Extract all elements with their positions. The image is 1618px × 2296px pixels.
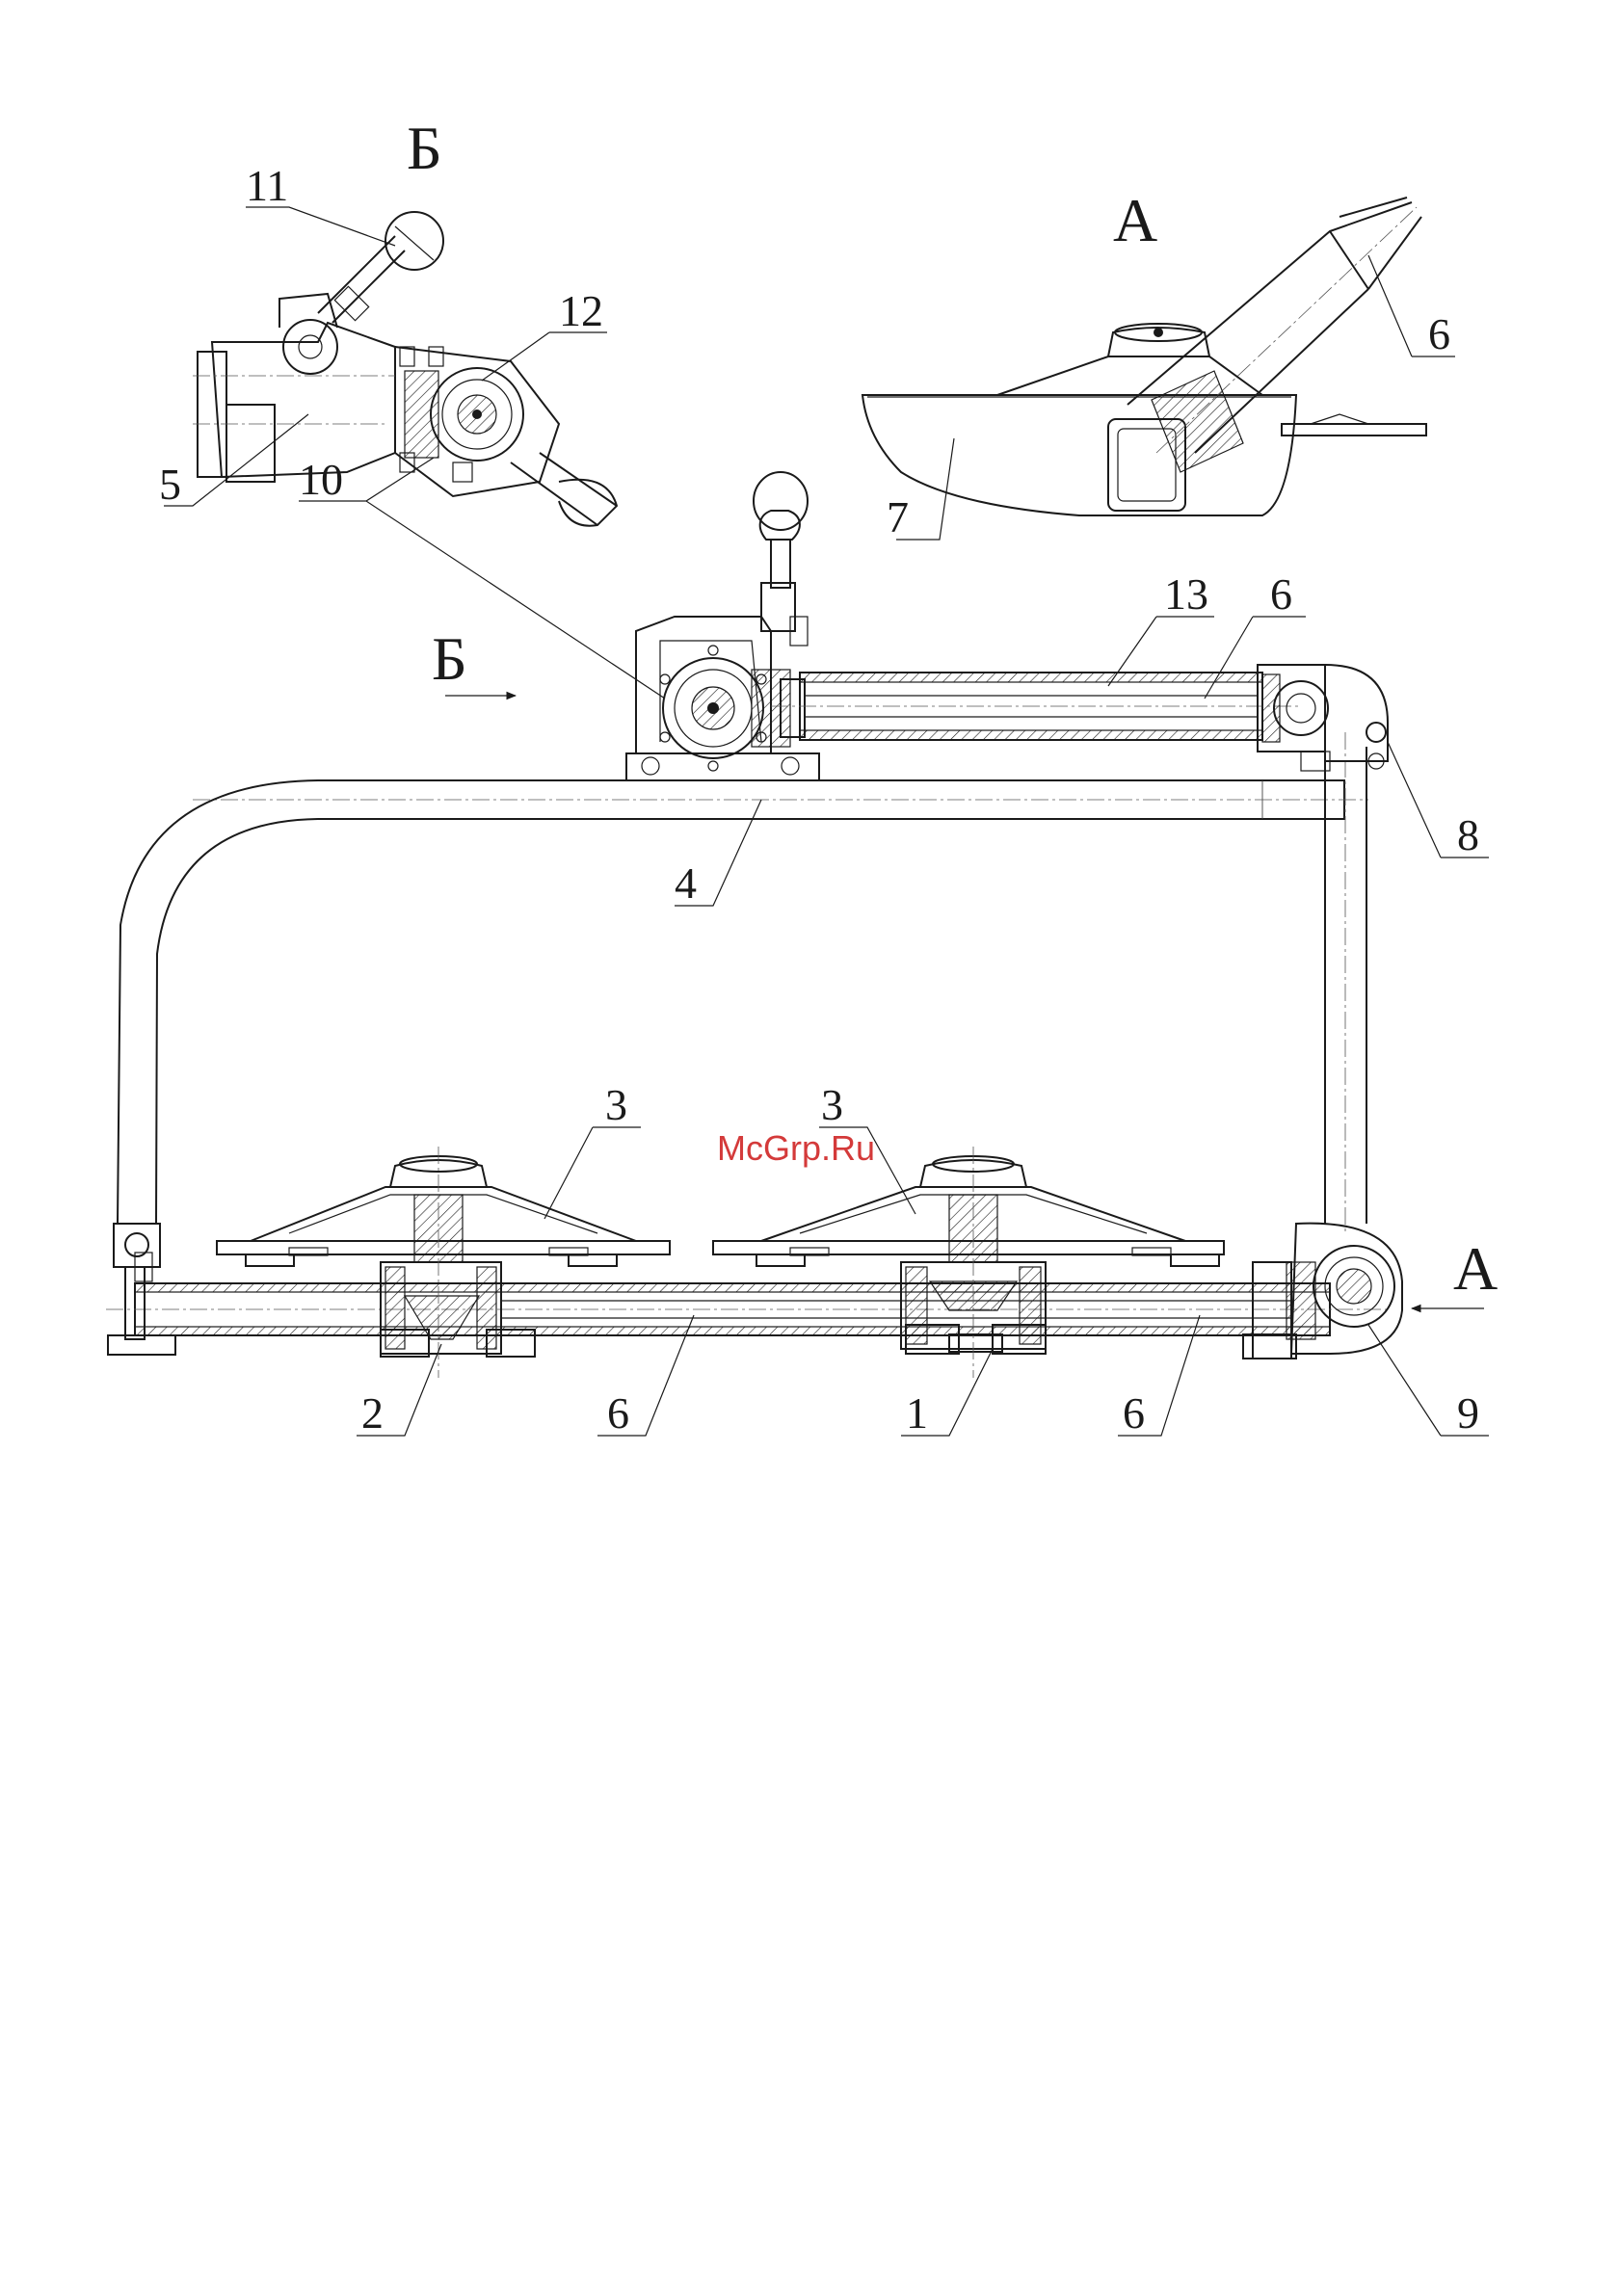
view-label-b-top: Б [407, 114, 442, 182]
detail-view-b [193, 212, 617, 526]
view-label-a-arrow: А [1453, 1234, 1498, 1303]
callout-3-right: 3 [821, 1080, 843, 1129]
callout-2: 2 [361, 1388, 384, 1438]
callout-6-mid: 6 [1270, 569, 1292, 619]
callout-5: 5 [159, 460, 181, 509]
callout-6-bottom-left: 6 [607, 1388, 629, 1438]
callout-11: 11 [246, 161, 288, 210]
callout-9: 9 [1457, 1388, 1479, 1438]
callout-12: 12 [559, 286, 603, 335]
rotary-disc-right [713, 1147, 1224, 1378]
upper-shaft [771, 673, 1301, 740]
callout-1: 1 [906, 1388, 928, 1438]
callout-7: 7 [887, 492, 909, 541]
leader-lines [164, 207, 1489, 1436]
watermark: McGrp.Ru [717, 1128, 875, 1168]
callout-13: 13 [1164, 569, 1208, 619]
callout-6-top: 6 [1428, 309, 1450, 358]
callout-6-bottom-right: 6 [1123, 1388, 1145, 1438]
callout-10: 10 [299, 455, 343, 504]
rotary-disc-left [217, 1147, 670, 1378]
callout-3-left: 3 [605, 1080, 627, 1129]
upper-angle-gearbox [1258, 665, 1388, 771]
view-label-a-top: А [1113, 186, 1157, 254]
view-label-b-arrow: Б [432, 624, 467, 693]
callout-4: 4 [675, 858, 697, 908]
top-gearbox [626, 472, 819, 780]
callout-8: 8 [1457, 810, 1479, 859]
cutter-bar [106, 1224, 1402, 1359]
